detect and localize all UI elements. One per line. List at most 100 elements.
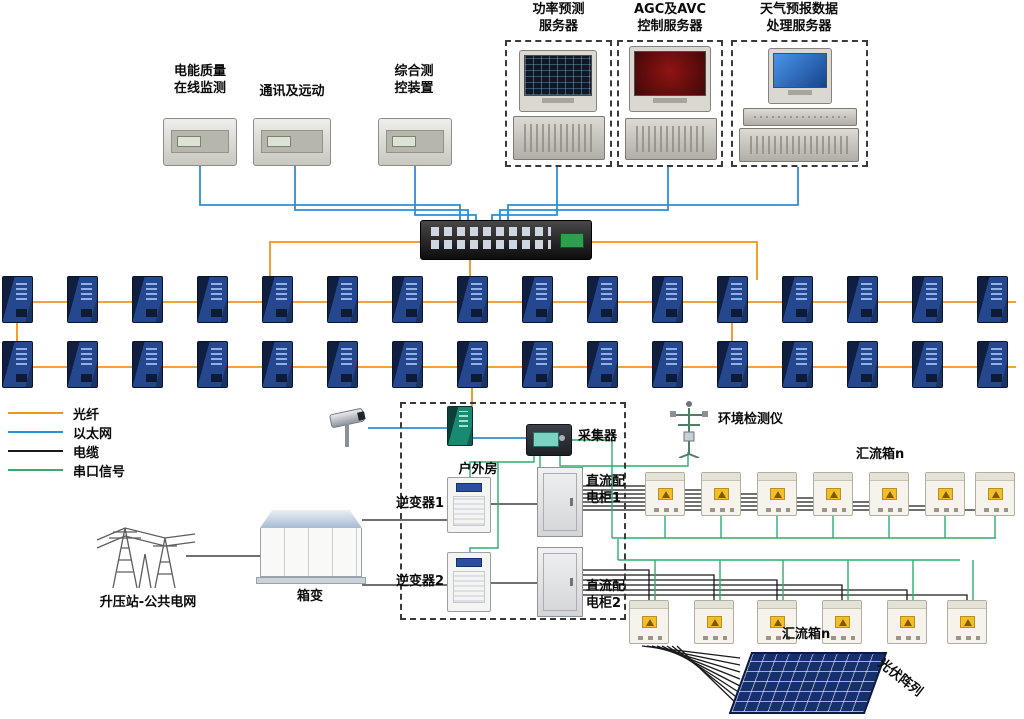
legend-ethernet-label: 以太网 [73,426,113,442]
label-integrated-control: 综合测 控装置 [394,64,434,96]
cctv-camera [328,402,372,450]
legend-cable: 电缆 [8,444,125,461]
label-combiner-row-2: 汇流箱n [782,627,831,642]
integrated-control-device [378,118,452,166]
legend-serial: 串口信号 [8,463,126,480]
outdoor-room-box [400,402,626,620]
label-dc-cabinet-1: 直流配 电柜1 [586,474,626,506]
fiber-switch [977,276,1008,323]
inverter-vent [453,496,485,526]
combiner-box [869,472,909,516]
telecontrol-device [253,118,331,166]
monitor-stand [653,98,687,103]
label-combiner-row-1: 汇流箱n [856,447,905,462]
serial-lines [469,439,996,600]
warning-icon [770,616,785,628]
fiber-switch [522,341,553,388]
fiber-switch [782,341,813,388]
fiber-switch [847,341,878,388]
weather-group-box [731,40,868,167]
field-switch [447,406,473,446]
label-grid-station: 升压站-公共电网 [99,595,197,610]
agc-avc-group-box [617,40,723,167]
fiber-switch [262,341,293,388]
pv-array [728,652,888,714]
weather-monitor [768,48,832,104]
combiner-box [947,600,987,644]
fiber-switch [457,341,488,388]
label-box-transformer: 箱变 [296,589,323,604]
label-inverter-2: 逆变器2 [396,574,445,589]
warning-icon [900,616,915,628]
legend-fiber-label: 光纤 [73,407,100,423]
monitor-stand [542,98,574,103]
fiber-switch [652,276,683,323]
fiber-switch [977,341,1008,388]
fiber-switch [132,276,163,323]
agc-avc-monitor [629,46,711,112]
inverter-display [455,483,483,492]
legend-ethernet: 以太网 [8,425,125,442]
combiner-box [813,472,853,516]
combiner-box [757,600,797,644]
ethernet-line-sample [8,431,63,433]
label-inverter-1: 逆变器1 [396,496,445,511]
fiber-switch [2,341,33,388]
fiber-switch [912,341,943,388]
label-weather-server: 天气预报数据 处理服务器 [759,2,838,34]
inverter-2 [447,552,491,612]
combiner-box [887,600,927,644]
weather-server-unit [739,128,859,162]
combiner-box [629,600,669,644]
label-agc-avc-server: AGC及AVC 控制服务器 [633,2,707,34]
fiber-switch [392,341,423,388]
switch-terminal [560,233,584,248]
fiber-switch [717,276,748,323]
inverter-display [455,558,483,567]
warning-icon [714,488,729,500]
monitor-screen [773,53,827,88]
warning-icon [835,616,850,628]
fiber-switch [392,276,423,323]
serial-line-sample [8,469,63,471]
data-collector [526,424,572,456]
legend: 光纤 以太网 电缆 串口信号 [8,406,126,480]
fiber-switch [587,276,618,323]
warning-icon [938,488,953,500]
label-collector: 采集器 [578,429,618,444]
combiner-box [975,472,1015,516]
inverter-vent [453,571,485,603]
agc-avc-server-unit [625,118,717,160]
fiber-switch [67,276,98,323]
monitor-screen [634,51,706,96]
combiner-box [701,472,741,516]
label-dc-cabinet-2: 直流配 电柜2 [586,579,626,611]
warning-icon [707,616,722,628]
building-roof [260,510,362,528]
monitor-stand [787,90,813,95]
camera-mount [345,424,349,447]
legend-serial-label: 串口信号 [73,464,126,480]
legend-fiber: 光纤 [8,406,125,423]
warning-icon [658,488,673,500]
transmission-towers [96,527,196,589]
fiber-line-sample [8,412,63,414]
fiber-switch [587,341,618,388]
box-transformer [256,510,366,586]
switch-ports [431,227,551,236]
power-forecast-monitor [519,50,597,112]
fiber-switch [132,341,163,388]
legend-cable-label: 电缆 [73,445,100,461]
building-base [256,577,366,584]
warning-icon [882,488,897,500]
power-forecast-server-unit [513,116,605,160]
fiber-switch [197,276,228,323]
environment-monitor [670,401,708,458]
power-quality-device [163,118,237,166]
inverter-1 [447,477,491,533]
warning-icon [642,616,657,628]
fiber-switch [847,276,878,323]
warning-icon [826,488,841,500]
warning-icon [960,616,975,628]
